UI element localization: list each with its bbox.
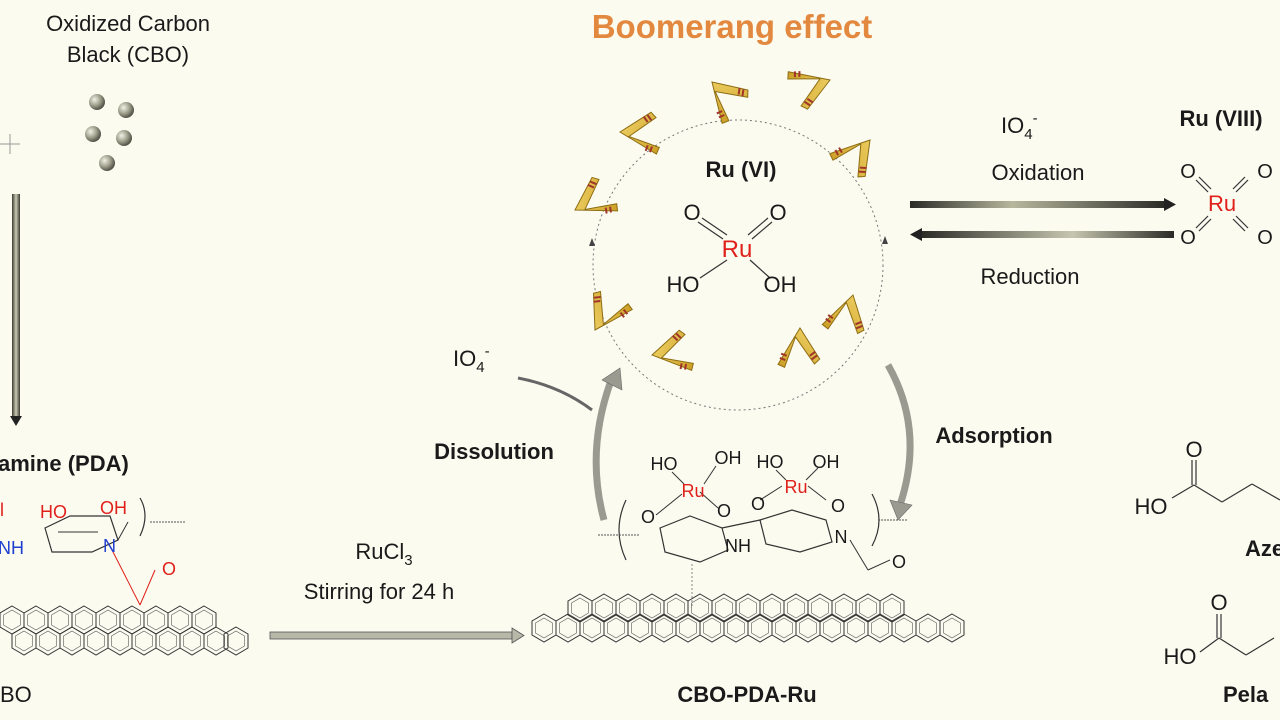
complex-ru2: Ru: [784, 477, 807, 497]
cbo-label-line2: Black (CBO): [67, 42, 189, 67]
pda-nh: NH: [0, 538, 24, 558]
cycle-arrow-left: [589, 238, 595, 246]
acid1-ho: HO: [1135, 494, 1168, 519]
acid-structures: [1171, 460, 1280, 656]
complex-nh: NH: [725, 536, 751, 556]
ru8-label: Ru (VIII): [1179, 106, 1262, 131]
cycle-arrow-right: [882, 236, 888, 244]
ru6-ru: Ru: [722, 236, 753, 263]
oxidation-arrow: [910, 198, 1176, 211]
pda-o: O: [162, 559, 176, 579]
ru8-o1: O: [1180, 161, 1196, 183]
reaction-condition: Stirring for 24 h: [304, 579, 454, 604]
io4-left: IO4-: [453, 343, 490, 376]
reduction-arrow: [910, 228, 1174, 241]
ru8-o4: O: [1257, 227, 1273, 249]
ru6-ho: HO: [667, 272, 700, 297]
complex-n: N: [835, 527, 848, 547]
complex-ho1: HO: [651, 454, 678, 474]
complex-o1: O: [641, 507, 655, 527]
pda-structure: [44, 497, 186, 606]
ru8-bonds: [1195, 176, 1249, 232]
dissolution-arrowhead: [601, 367, 623, 391]
pda-label: amine (PDA): [0, 451, 129, 476]
adsorption-label: Adsorption: [935, 423, 1052, 448]
ru8-o2: O: [1257, 161, 1273, 183]
adsorption-arrowhead: [889, 499, 913, 521]
complex-oh2: OH: [813, 452, 840, 472]
io4-top: IO4-: [1001, 110, 1038, 143]
cycle-path: [592, 119, 884, 411]
complex-ho2: HO: [757, 452, 784, 472]
reduction-label: Reduction: [980, 264, 1079, 289]
substrate-label: BO: [0, 682, 32, 707]
ru6-o1: O: [683, 200, 700, 225]
diagram-title: Boomerang effect: [592, 8, 873, 45]
io4-feed-arrow: [517, 376, 593, 412]
pda-ho: HO: [40, 502, 67, 522]
plus-sign: [0, 134, 20, 154]
pda-n: N: [103, 536, 116, 556]
pelargonic-label: Pela: [1223, 682, 1269, 707]
complex-o4: O: [831, 496, 845, 516]
ru6-label: Ru (VI): [706, 157, 777, 182]
complex-oh1: OH: [715, 448, 742, 468]
ru6-bonds: [697, 217, 773, 279]
oxidation-label: Oxidation: [992, 160, 1085, 185]
acid1-o: O: [1185, 437, 1202, 462]
azelaic-label: Aze: [1245, 536, 1280, 561]
ru6-o2: O: [769, 200, 786, 225]
complex-o2: O: [717, 501, 731, 521]
center-carbon-sheet: [531, 593, 965, 643]
product-label: CBO-PDA-Ru: [677, 682, 816, 707]
complex-structure: [598, 465, 908, 608]
pda-oh: OH: [100, 498, 127, 518]
vertical-arrow: [10, 194, 22, 426]
complex-o5: O: [892, 552, 906, 572]
boomerangs: [565, 54, 884, 383]
complex-o3: O: [751, 494, 765, 514]
pda-atom-partial: l: [0, 500, 4, 520]
ru8-ru: Ru: [1208, 191, 1236, 216]
carbon-black-particles: [85, 94, 134, 171]
ru8-o3: O: [1180, 227, 1196, 249]
synthesis-arrow: [269, 627, 525, 644]
reagent-label: RuCl3: [355, 539, 412, 569]
dissolution-arrow: [592, 376, 616, 521]
acid2-o: O: [1210, 590, 1227, 615]
adsorption-arrow: [884, 363, 914, 507]
left-carbon-sheet: [0, 605, 249, 656]
ru6-oh: OH: [764, 272, 797, 297]
complex-ru1: Ru: [681, 481, 704, 501]
cbo-label-line1: Oxidized Carbon: [46, 11, 210, 36]
acid2-ho: HO: [1164, 644, 1197, 669]
dissolution-label: Dissolution: [434, 439, 554, 464]
